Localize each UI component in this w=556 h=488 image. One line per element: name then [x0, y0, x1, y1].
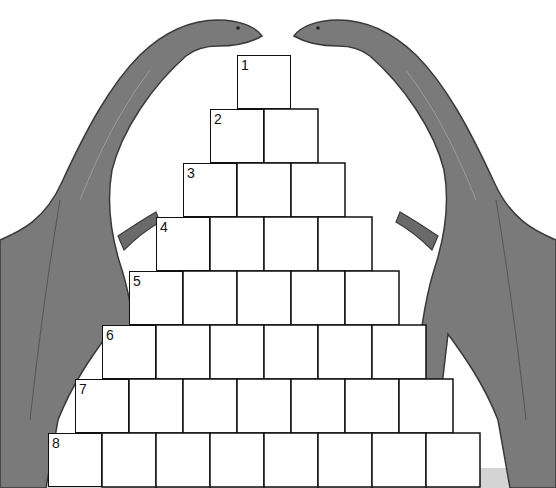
- empty-box: [318, 325, 372, 379]
- empty-box: [291, 379, 345, 433]
- row-number: 8: [49, 434, 60, 451]
- row-number: 4: [157, 218, 168, 235]
- empty-box: [183, 379, 237, 433]
- numbered-box: 4: [156, 217, 210, 271]
- pyramid-boxes: [102, 109, 480, 487]
- empty-box: [318, 433, 372, 487]
- numbered-box: 2: [210, 109, 264, 163]
- row-number: 1: [238, 56, 249, 73]
- empty-box: [345, 379, 399, 433]
- empty-box: [399, 379, 453, 433]
- empty-box: [237, 163, 291, 217]
- empty-box: [210, 325, 264, 379]
- numbered-box: 8: [48, 433, 102, 487]
- empty-box: [426, 433, 480, 487]
- numbered-box: 5: [129, 271, 183, 325]
- row-number: 2: [211, 110, 222, 127]
- empty-box: [210, 217, 264, 271]
- numbered-box: 6: [102, 325, 156, 379]
- empty-box: [183, 271, 237, 325]
- empty-box: [264, 217, 318, 271]
- empty-box: [264, 433, 318, 487]
- empty-box: [264, 325, 318, 379]
- empty-box: [129, 379, 183, 433]
- row-number: 3: [184, 164, 195, 181]
- numbered-box: 3: [183, 163, 237, 217]
- row-number: 6: [103, 326, 114, 343]
- numbered-box: 7: [75, 379, 129, 433]
- empty-box: [372, 433, 426, 487]
- empty-box: [264, 109, 318, 163]
- empty-box: [237, 271, 291, 325]
- empty-box: [318, 217, 372, 271]
- empty-box: [156, 433, 210, 487]
- empty-box: [102, 433, 156, 487]
- numbered-box: 1: [237, 55, 291, 109]
- empty-box: [291, 271, 345, 325]
- empty-box: [237, 379, 291, 433]
- row-number: 7: [76, 380, 87, 397]
- empty-box: [210, 433, 264, 487]
- empty-box: [156, 325, 210, 379]
- row-number: 5: [130, 272, 141, 289]
- empty-box: [291, 163, 345, 217]
- empty-box: [372, 325, 426, 379]
- empty-box: [345, 271, 399, 325]
